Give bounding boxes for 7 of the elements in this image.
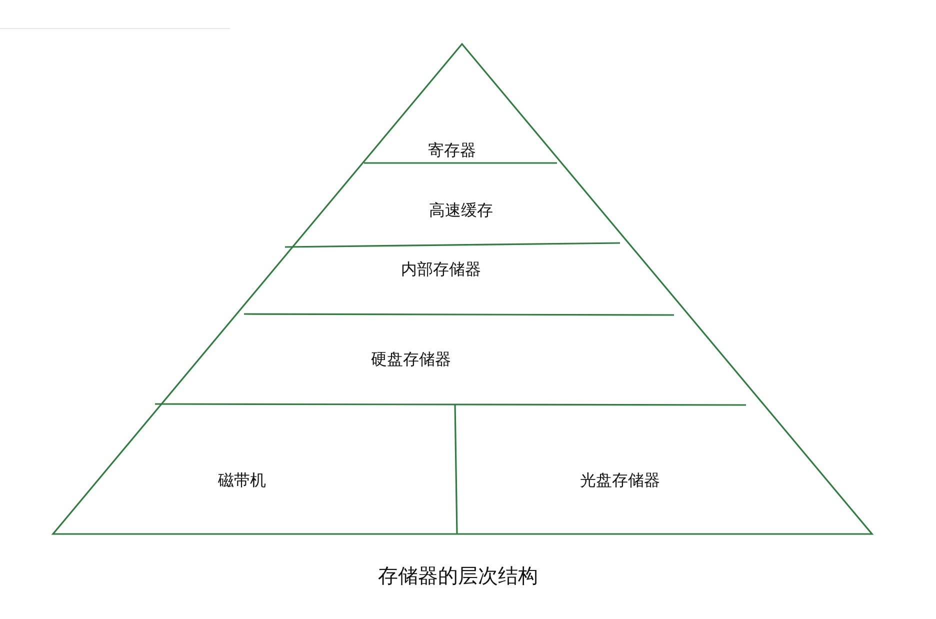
pyramid-tier-label: 高速缓存 bbox=[429, 200, 493, 222]
caption: 存储器的层次结构 bbox=[378, 562, 538, 590]
pyramid-tier-label: 磁带机 bbox=[218, 470, 266, 492]
pyramid-tier-label: 内部存储器 bbox=[401, 260, 481, 280]
pyramid-tier-label: 硬盘存储器 bbox=[371, 350, 451, 370]
pyramid-tier-label: 光盘存储器 bbox=[580, 470, 660, 492]
pyramid-tier-label: 寄存器 bbox=[428, 140, 476, 162]
